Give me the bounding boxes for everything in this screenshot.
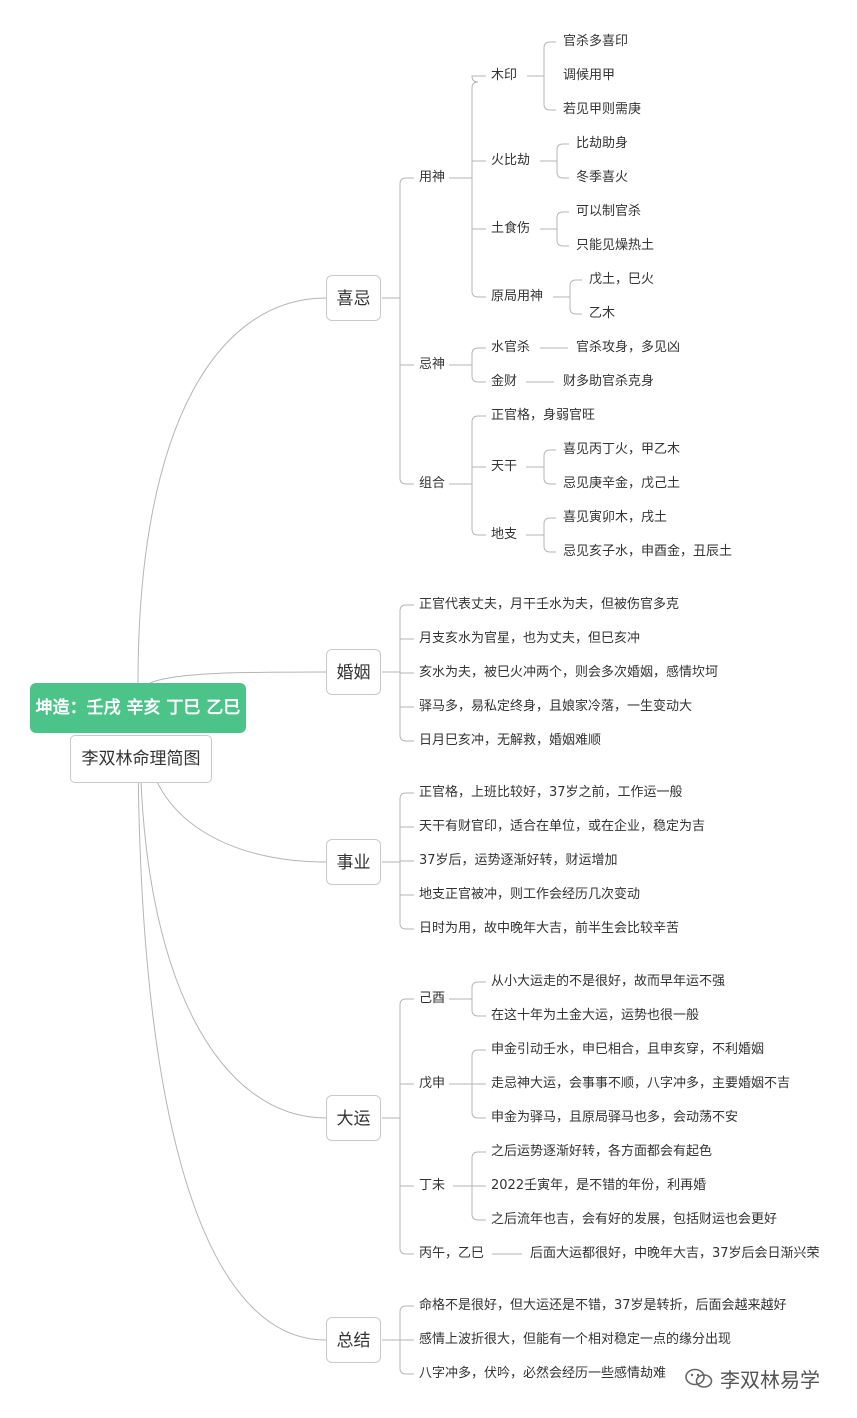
- leaf-text: 2022壬寅年，是不错的年份，利再婚: [491, 1178, 707, 1193]
- leaf-text: 月支亥水为官星，也为丈夫，但巳亥冲: [419, 631, 641, 646]
- node-dingwei[interactable]: 丁未: [419, 1178, 446, 1193]
- leaf-text: 正官格，上班比较好，37岁之前，工作运一般: [419, 785, 683, 800]
- node-yongshen[interactable]: 用神: [419, 170, 446, 185]
- leaf-text: 从小大运走的不是很好，故而早年运不强: [491, 974, 726, 989]
- node-wushen[interactable]: 戊申: [419, 1076, 446, 1091]
- leaf-text: 冬季喜火: [576, 170, 629, 185]
- leaf-text: 申金引动壬水，申巳相合，且申亥穿，不利婚姻: [491, 1042, 765, 1057]
- leaf-text: 之后流年也吉，会有好的发展，包括财运也会更好: [491, 1212, 778, 1227]
- node-xiji[interactable]: 喜忌: [326, 275, 381, 321]
- leaf-text: 忌见庚辛金，戊己土: [563, 476, 681, 491]
- wechat-icon: [685, 1368, 713, 1388]
- node-yuanju-yongshen[interactable]: 原局用神: [491, 289, 544, 304]
- node-jishen[interactable]: 忌神: [419, 357, 446, 372]
- leaf-text: 地支正官被冲，则工作会经历几次变动: [419, 887, 641, 902]
- node-dayun[interactable]: 大运: [326, 1095, 381, 1141]
- leaf-text: 正官格，身弱官旺: [491, 408, 596, 423]
- leaf-text: 正官代表丈夫，月干壬水为夫，但被伤官多克: [419, 597, 680, 612]
- leaf-text: 调候用甲: [563, 68, 616, 83]
- node-dizhi[interactable]: 地支: [491, 527, 518, 542]
- node-zuhe[interactable]: 组合: [419, 476, 446, 491]
- leaf-text: 感情上波折很大，但能有一个相对稳定一点的缘分出现: [419, 1332, 732, 1347]
- watermark-text: 李双林易学: [720, 1368, 820, 1392]
- node-zongjie[interactable]: 总结: [326, 1317, 381, 1363]
- node-jiyou[interactable]: 己酉: [419, 991, 446, 1006]
- diagram-title: 李双林命理简图: [70, 735, 212, 783]
- leaf-text: 亥水为夫，被巳火冲两个，则会多次婚姻，感情坎坷: [419, 665, 719, 680]
- node-tushishang[interactable]: 土食伤: [491, 221, 531, 236]
- leaf-text: 日时为用，故中晚年大吉，前半生会比较辛苦: [419, 921, 680, 936]
- leaf-text: 在这十年为土金大运，运势也很一般: [491, 1008, 700, 1023]
- node-bingwu-yisi[interactable]: 丙午，乙巳: [419, 1246, 485, 1261]
- node-tiangan[interactable]: 天干: [491, 459, 518, 474]
- leaf-text: 之后运势逐渐好转，各方面都会有起色: [491, 1144, 713, 1159]
- leaf-text: 乙木: [589, 306, 616, 321]
- leaf-text: 喜见丙丁火，甲乙木: [563, 442, 681, 457]
- root-node[interactable]: 坤造：壬戌 辛亥 丁巳 乙巳: [30, 683, 246, 733]
- leaf-text: 官杀攻身，多见凶: [576, 340, 681, 355]
- leaf-text: 若见甲则需庚: [563, 102, 642, 117]
- node-huobijie[interactable]: 火比劫: [491, 153, 531, 168]
- leaf-text: 戊土，巳火: [589, 272, 655, 287]
- leaf-text: 走忌神大运，会事事不顺，八字冲多，主要婚姻不吉: [491, 1076, 791, 1091]
- node-shuiguansha[interactable]: 水官杀: [491, 340, 531, 355]
- leaf-text: 只能见燥热土: [576, 238, 655, 253]
- leaf-text: 日月巳亥冲，无解救，婚姻难顺: [419, 733, 602, 748]
- leaf-text: 命格不是很好，但大运还是不错，37岁是转折，后面会越来越好: [419, 1298, 787, 1313]
- leaf-text: 比劫助身: [576, 136, 629, 151]
- leaf-text: 八字冲多，伏吟，必然会经历一些感情劫难: [419, 1366, 667, 1381]
- leaf-text: 天干有财官印，适合在单位，或在企业，稳定为吉: [419, 819, 706, 834]
- watermark: 李双林易学: [684, 1364, 820, 1393]
- leaf-text: 喜见寅卯木，戌土: [563, 510, 668, 525]
- leaf-text: 后面大运都很好，中晚年大吉，37岁后会日渐兴荣: [530, 1246, 820, 1261]
- leaf-text: 可以制官杀: [576, 204, 642, 219]
- leaf-text: 忌见亥子水，申酉金，丑辰土: [563, 544, 733, 559]
- leaf-text: 官杀多喜印: [563, 34, 629, 49]
- leaf-text: 财多助官杀克身: [563, 374, 655, 389]
- leaf-text: 驿马多，易私定终身，且娘家冷落，一生变动大: [419, 699, 693, 714]
- leaf-text: 申金为驿马，且原局驿马也多，会动荡不安: [491, 1110, 739, 1125]
- node-jincai[interactable]: 金财: [491, 374, 518, 389]
- node-hunyin[interactable]: 婚姻: [326, 649, 381, 695]
- node-shiye[interactable]: 事业: [326, 839, 381, 885]
- node-muyin[interactable]: 木印: [491, 68, 518, 83]
- leaf-text: 37岁后，运势逐渐好转，财运增加: [419, 853, 618, 868]
